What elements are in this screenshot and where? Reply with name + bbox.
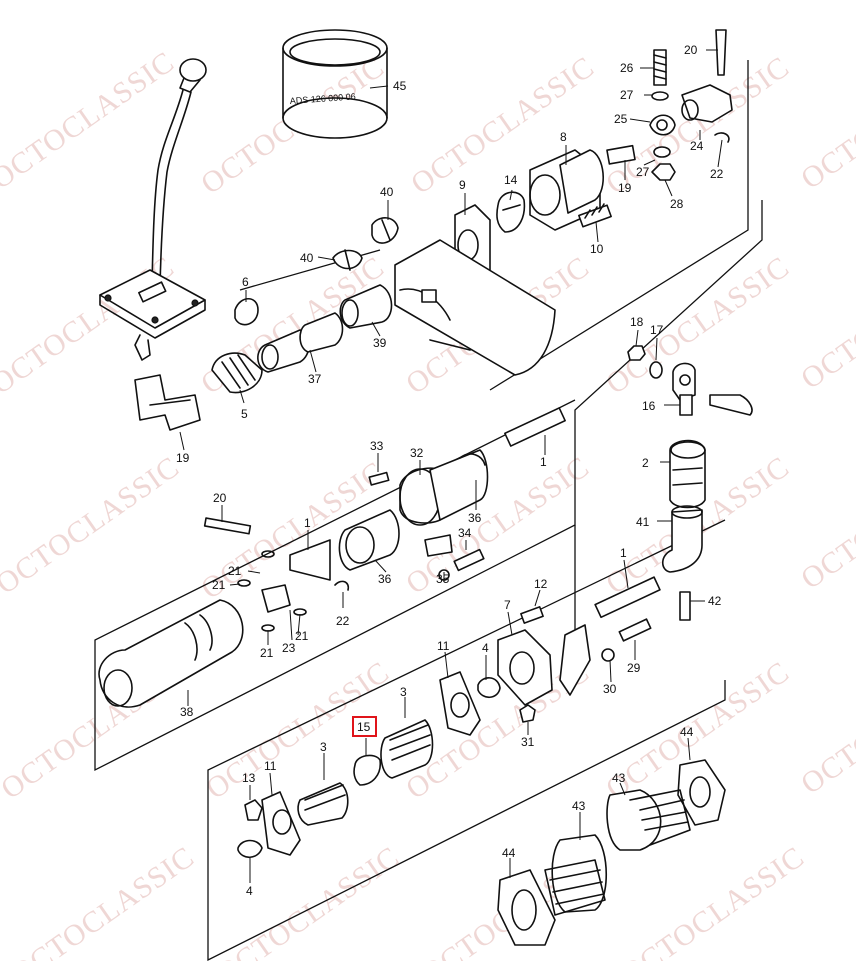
leader-lines bbox=[179, 49, 723, 883]
callout-40: 40 bbox=[300, 251, 314, 265]
callout-4: 4 bbox=[482, 641, 489, 655]
callout-27: 27 bbox=[620, 88, 634, 102]
callout-20: 20 bbox=[213, 491, 227, 505]
callout-26: 26 bbox=[620, 61, 634, 75]
callout-13: 13 bbox=[242, 771, 256, 785]
callout-3: 3 bbox=[320, 740, 327, 754]
callout-5: 5 bbox=[241, 407, 248, 421]
callout-34: 34 bbox=[458, 526, 472, 540]
callout-9: 9 bbox=[459, 178, 466, 192]
callout-21: 21 bbox=[228, 564, 242, 578]
watermark-text: OCTOCLASSIC bbox=[5, 840, 200, 961]
callout-21: 21 bbox=[212, 578, 226, 592]
callout-22: 22 bbox=[710, 167, 724, 181]
callout-11: 11 bbox=[437, 639, 450, 653]
callout-30: 30 bbox=[603, 682, 617, 696]
clamp-band-45: ADS 126 000 06 bbox=[282, 29, 388, 139]
callout-24: 24 bbox=[690, 139, 704, 153]
callout-12: 12 bbox=[534, 577, 548, 591]
watermark-text: OCTOCLASSIC bbox=[795, 650, 856, 801]
callout-6: 6 bbox=[242, 275, 249, 289]
watermark-text: OCTOCLASSIC bbox=[0, 450, 186, 601]
callout-15: 15 bbox=[357, 720, 371, 734]
callout-40: 40 bbox=[380, 185, 394, 199]
callout-1: 1 bbox=[540, 455, 547, 469]
callout-27: 27 bbox=[636, 165, 650, 179]
watermark-text: OCTOCLASSIC bbox=[795, 245, 856, 396]
callout-21: 21 bbox=[260, 646, 274, 660]
callout-19: 19 bbox=[176, 451, 190, 465]
rear-housing-parts bbox=[454, 149, 612, 279]
callout-11: 11 bbox=[264, 759, 277, 773]
callout-44: 44 bbox=[502, 846, 516, 860]
callout-4: 4 bbox=[246, 884, 253, 898]
callout-31: 31 bbox=[521, 735, 535, 749]
callout-20: 20 bbox=[684, 43, 698, 57]
callout-2: 2 bbox=[642, 456, 649, 470]
callout-35: 35 bbox=[436, 572, 450, 586]
middle-band-parts bbox=[98, 449, 489, 708]
watermark-text: OCTOCLASSIC bbox=[795, 45, 856, 196]
callout-33: 33 bbox=[370, 439, 384, 453]
callout-28: 28 bbox=[670, 197, 684, 211]
callout-32: 32 bbox=[410, 446, 424, 460]
highlight-box-15 bbox=[352, 716, 377, 737]
callout-8: 8 bbox=[560, 130, 567, 144]
callout-22: 22 bbox=[336, 614, 350, 628]
callout-29: 29 bbox=[627, 661, 641, 675]
callout-43: 43 bbox=[612, 771, 626, 785]
callout-38: 38 bbox=[180, 705, 194, 719]
callout-14: 14 bbox=[504, 173, 518, 187]
callout-21: 21 bbox=[295, 629, 309, 643]
callout-17: 17 bbox=[650, 323, 664, 337]
callout-43: 43 bbox=[572, 799, 586, 813]
coupling-parts-top-right bbox=[606, 29, 733, 181]
callout-16: 16 bbox=[642, 399, 656, 413]
callout-18: 18 bbox=[630, 315, 644, 329]
watermark-text: OCTOCLASSIC bbox=[795, 445, 856, 596]
band-stamp-text: ADS 126 000 06 bbox=[289, 91, 356, 106]
watermark-text: OCTOCLASSIC bbox=[210, 840, 405, 961]
callout-39: 39 bbox=[373, 336, 387, 350]
callout-7: 7 bbox=[504, 598, 511, 612]
callout-25: 25 bbox=[614, 112, 628, 126]
callout-19: 19 bbox=[618, 181, 632, 195]
lower-band-parts bbox=[237, 606, 726, 946]
gear-lever-assembly bbox=[99, 58, 207, 431]
callout-44: 44 bbox=[680, 725, 694, 739]
tunnel-cover bbox=[394, 239, 556, 376]
callout-36: 36 bbox=[378, 572, 392, 586]
callout-45: 45 bbox=[393, 79, 407, 93]
callout-1: 1 bbox=[304, 516, 311, 530]
watermark-text: OCTOCLASSIC bbox=[0, 45, 181, 196]
callout-10: 10 bbox=[590, 242, 604, 256]
callout-41: 41 bbox=[636, 515, 650, 529]
right-column-parts bbox=[504, 345, 753, 621]
callout-numbers: 45 20 26 27 25 24 8 14 9 40 40 6 5 19 37… bbox=[176, 43, 724, 898]
watermark-text: OCTOCLASSIC bbox=[615, 840, 810, 961]
callout-3: 3 bbox=[400, 685, 407, 699]
callout-42: 42 bbox=[708, 594, 722, 608]
boot-and-sleeve-parts bbox=[211, 217, 399, 394]
callout-36: 36 bbox=[468, 511, 482, 525]
callout-1: 1 bbox=[620, 546, 627, 560]
callout-23: 23 bbox=[282, 641, 296, 655]
callout-37: 37 bbox=[308, 372, 322, 386]
